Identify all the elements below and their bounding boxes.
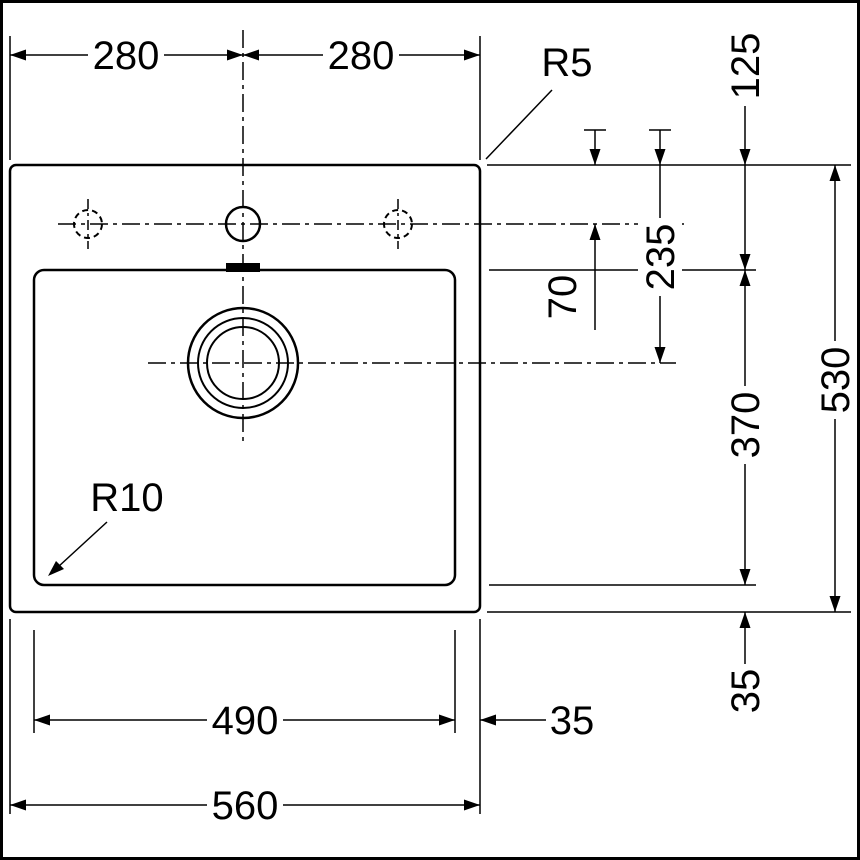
- dim-label-560: 560: [212, 784, 279, 828]
- dim-label-490: 490: [212, 699, 279, 743]
- dim-label-70: 70: [541, 275, 585, 320]
- arrowhead: [654, 149, 666, 165]
- leader-line-r10: [57, 521, 108, 568]
- arrowhead: [829, 165, 841, 181]
- arrowhead: [464, 49, 480, 61]
- arrowhead: [10, 799, 26, 811]
- arrowhead: [739, 270, 751, 286]
- arrowhead: [739, 569, 751, 585]
- dim-label-530: 530: [814, 347, 858, 414]
- text-mask: [723, 386, 767, 464]
- arrowhead: [654, 347, 666, 363]
- dim-label-35-bottom: 35: [550, 699, 595, 743]
- extension-lines: [9, 36, 851, 814]
- centerlines: [58, 30, 686, 445]
- arrowhead: [227, 49, 243, 61]
- dim-label-370: 370: [724, 392, 768, 459]
- arrowhead: [439, 714, 455, 726]
- arrowhead: [480, 714, 496, 726]
- text-mask: [638, 218, 682, 296]
- arrowhead: [739, 149, 751, 165]
- arrowhead: [739, 612, 751, 628]
- text-mask: [813, 341, 857, 419]
- arrowhead-r10-leader: [48, 561, 64, 576]
- arrowheads: [10, 49, 841, 811]
- arrowhead: [243, 49, 259, 61]
- dim-label-r10: R10: [90, 476, 163, 520]
- arrowhead: [589, 224, 601, 240]
- leader-line-r5: [485, 89, 553, 160]
- arrowhead: [589, 149, 601, 165]
- dim-label-280-left: 280: [93, 34, 160, 78]
- arrowhead: [34, 714, 50, 726]
- dim-label-35-right: 35: [724, 669, 768, 714]
- dim-label-280-right: 280: [328, 34, 395, 78]
- dim-label-235: 235: [639, 224, 683, 291]
- text-mask: [88, 32, 164, 78]
- text-mask: [207, 697, 283, 743]
- text-mask: [207, 782, 283, 828]
- text-masks: [88, 32, 857, 828]
- sink-outer-outline: [8, 163, 482, 614]
- arrowhead: [829, 596, 841, 612]
- arrowhead: [10, 49, 26, 61]
- arrowhead: [739, 254, 751, 270]
- dim-label-125: 125: [724, 33, 768, 100]
- arrowhead: [464, 799, 480, 811]
- dimension-texts: 280 280 R5 70 235 125 370 530 35 R10 490…: [90, 33, 858, 828]
- dim-label-r5: R5: [541, 41, 592, 85]
- text-mask: [323, 32, 399, 78]
